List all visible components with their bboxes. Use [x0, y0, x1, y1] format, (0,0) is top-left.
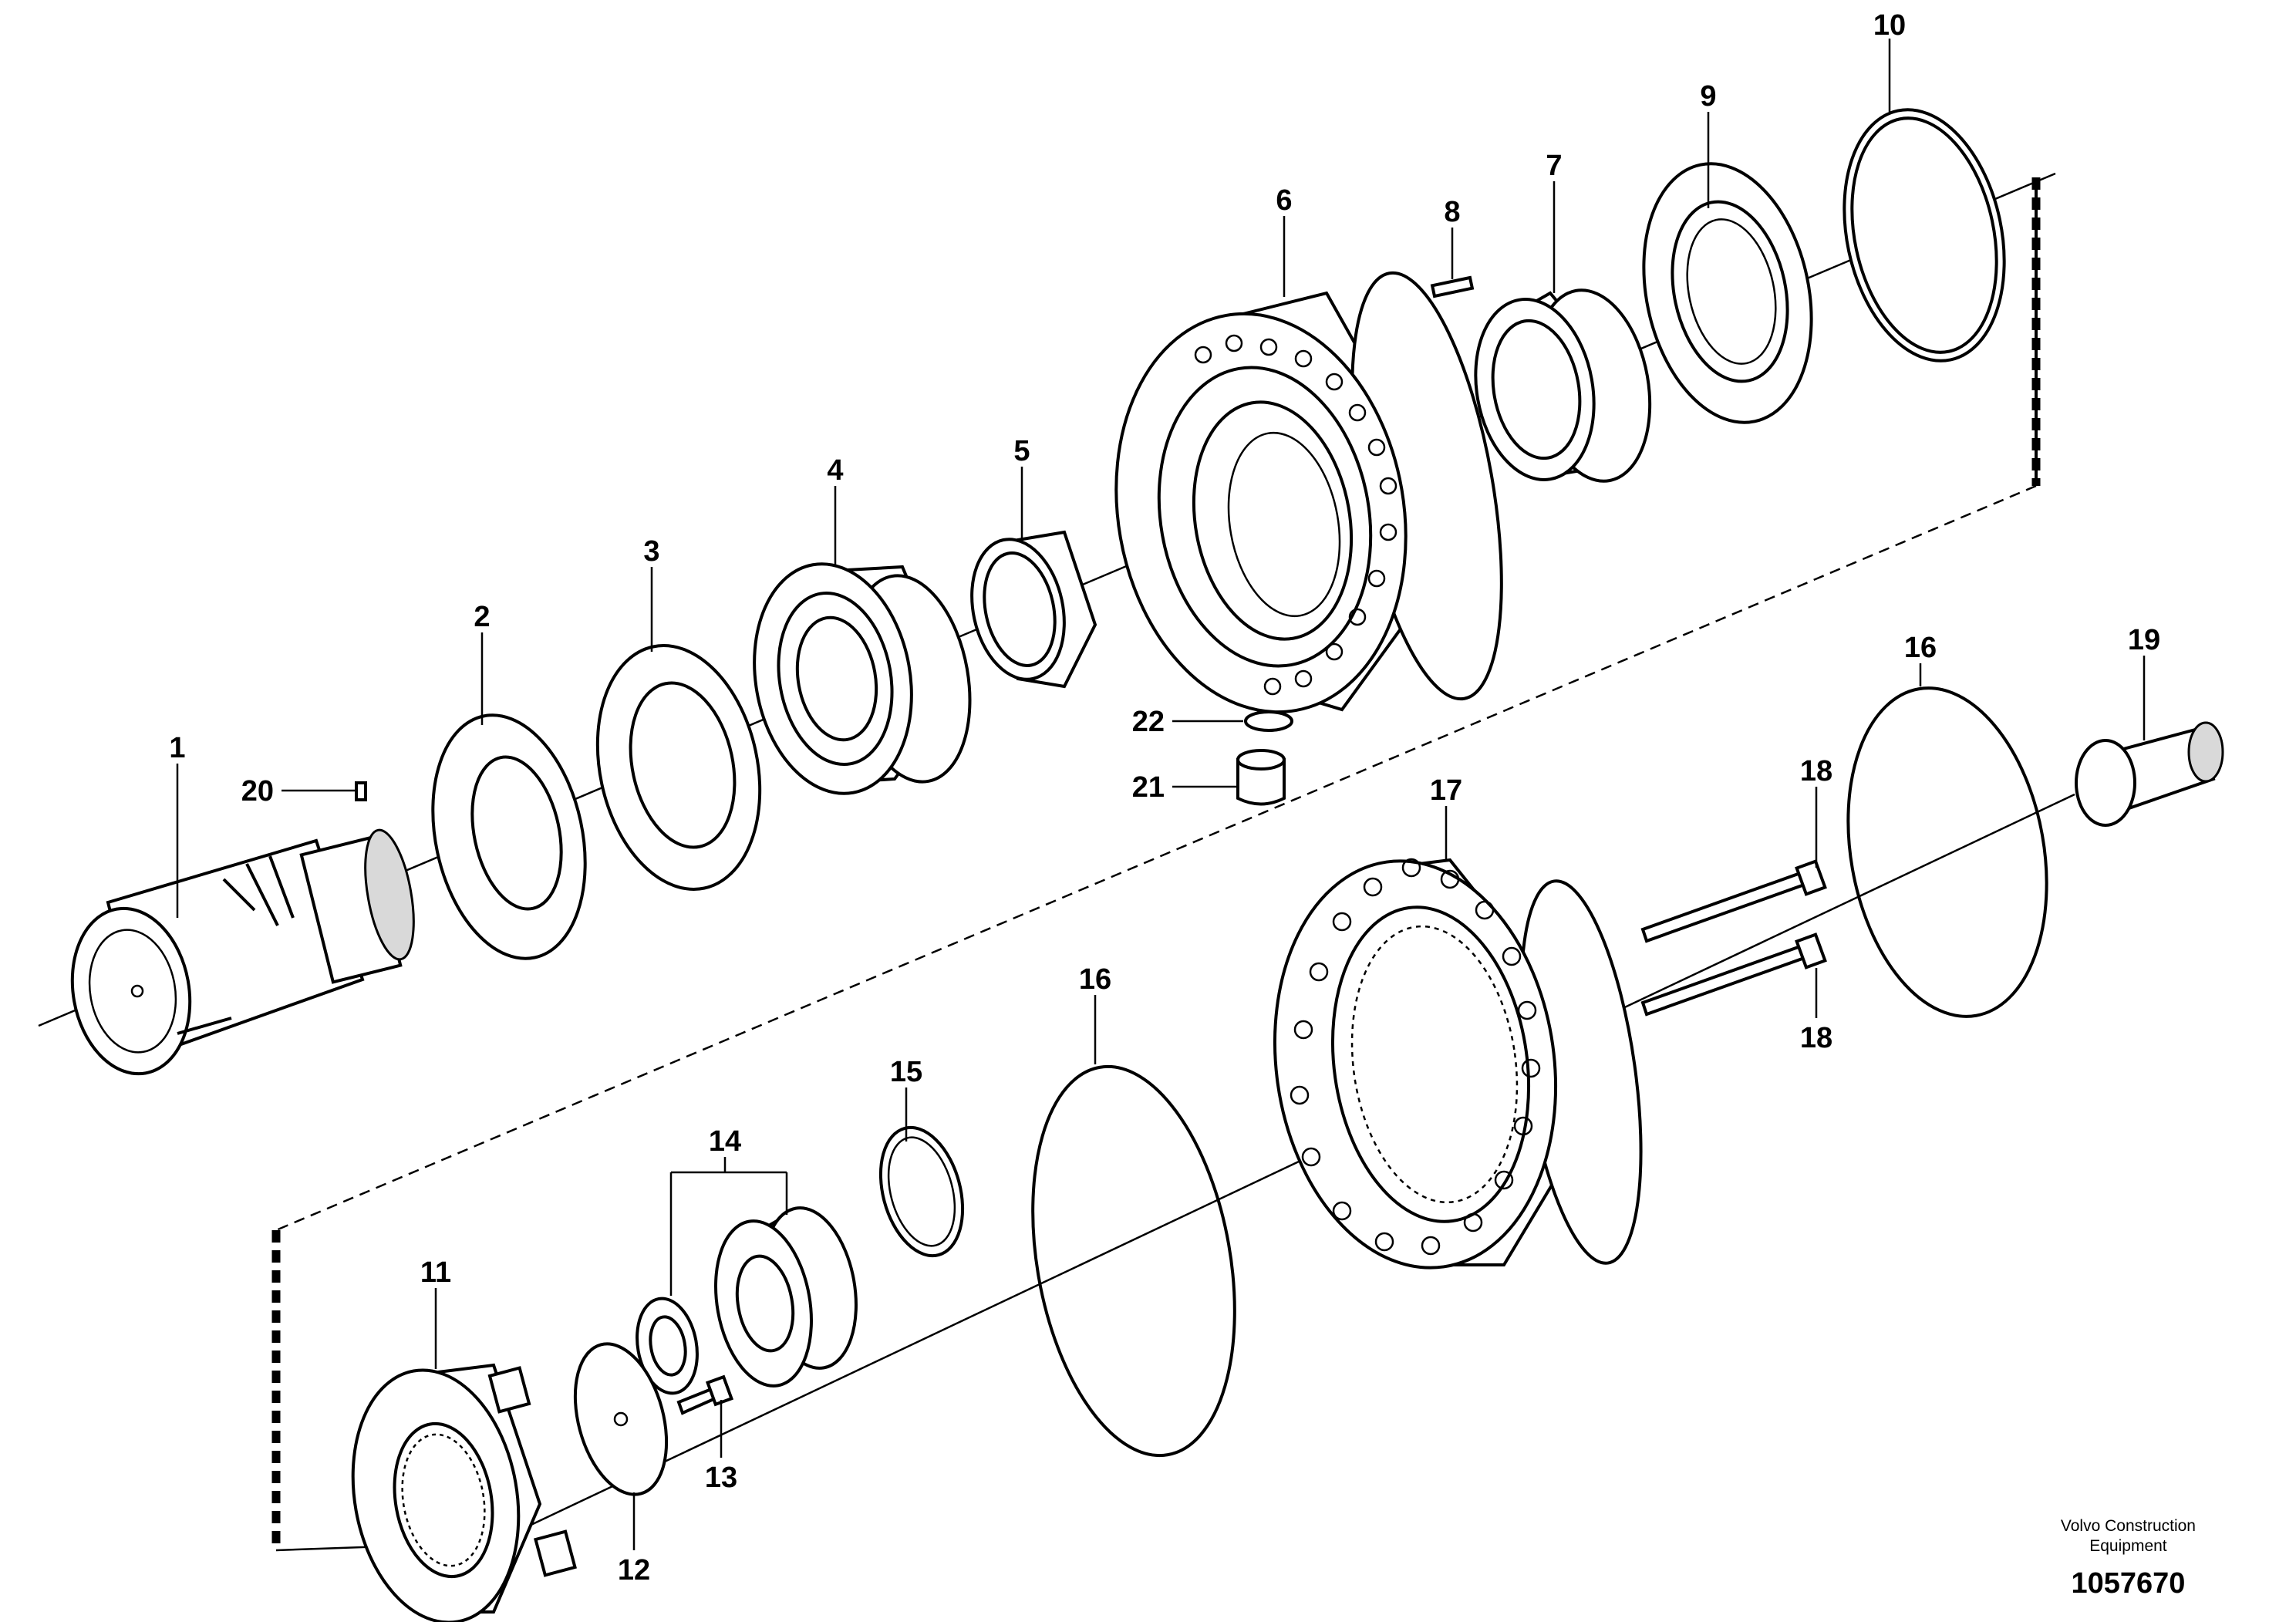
- callout-7: 7: [1546, 150, 1562, 182]
- callout-9: 9: [1700, 80, 1716, 113]
- callout-3: 3: [643, 535, 659, 568]
- part-18-bolts: [1640, 859, 1827, 1017]
- part-10-o-ring: [1843, 108, 2006, 363]
- callout-20: 20: [241, 775, 274, 808]
- callout-labels: 1 2 3 4 5 6 7 8 9 10 11 12 13 14 15 16 1…: [169, 9, 2160, 1587]
- part-16-o-ring-right: [1846, 686, 2048, 1018]
- part-15-circlip: [878, 1125, 965, 1258]
- callout-18-upper: 18: [1800, 755, 1832, 787]
- part-1-pinion-shaft: [70, 828, 415, 1076]
- part-12-thrust-washer: [573, 1342, 669, 1496]
- part-6-hub-housing: [1114, 271, 1503, 714]
- document-number: 1057670: [2071, 1567, 2186, 1600]
- callout-8: 8: [1444, 196, 1460, 228]
- part-11-planet-carrier: [351, 1363, 577, 1622]
- part-9-seal: [1642, 162, 1813, 424]
- callout-10: 10: [1873, 9, 1906, 42]
- part-8-dowel-pin: [1430, 275, 1475, 298]
- part-13-screw: [676, 1374, 734, 1415]
- callout-22: 22: [1132, 706, 1165, 738]
- callout-4: 4: [827, 454, 843, 487]
- part-20-pin: [355, 781, 367, 801]
- footer-caption: Volvo Construction Equipment 1057670: [2061, 1516, 2196, 1600]
- manufacturer-name-line1: Volvo Construction: [2060, 1517, 2196, 1535]
- part-7-bearing: [1474, 288, 1652, 483]
- callout-21: 21: [1132, 771, 1165, 804]
- callout-11: 11: [420, 1256, 451, 1289]
- callout-14: 14: [709, 1125, 741, 1158]
- callout-2: 2: [474, 601, 490, 633]
- part-16-o-ring-left: [1031, 1064, 1236, 1458]
- part-5-sleeve-ring: [970, 530, 1097, 689]
- callout-1: 1: [169, 732, 185, 764]
- callout-5: 5: [1013, 435, 1030, 467]
- callout-18-lower: 18: [1800, 1022, 1832, 1054]
- part-4-roller-bearing: [753, 562, 972, 795]
- part-3-washer: [595, 644, 762, 891]
- part-14-planet-gear: [636, 1206, 858, 1395]
- part-21-plug: [1236, 749, 1286, 806]
- callout-19: 19: [2128, 624, 2160, 656]
- callout-17: 17: [1430, 774, 1462, 807]
- callout-16-right: 16: [1904, 632, 1937, 664]
- callout-13: 13: [705, 1462, 737, 1494]
- callout-12: 12: [618, 1554, 650, 1587]
- callout-15: 15: [890, 1056, 922, 1088]
- callout-6: 6: [1276, 184, 1292, 217]
- part-17-ring-gear: [1273, 858, 1643, 1270]
- callout-16-left: 16: [1079, 963, 1111, 996]
- part-22-o-ring: [1244, 710, 1293, 732]
- part-19-input-shaft: [2075, 721, 2224, 827]
- leader-lines: [176, 39, 2146, 1550]
- part-2-thrust-washer: [431, 713, 587, 960]
- manufacturer-name-line2: Equipment: [2089, 1537, 2167, 1555]
